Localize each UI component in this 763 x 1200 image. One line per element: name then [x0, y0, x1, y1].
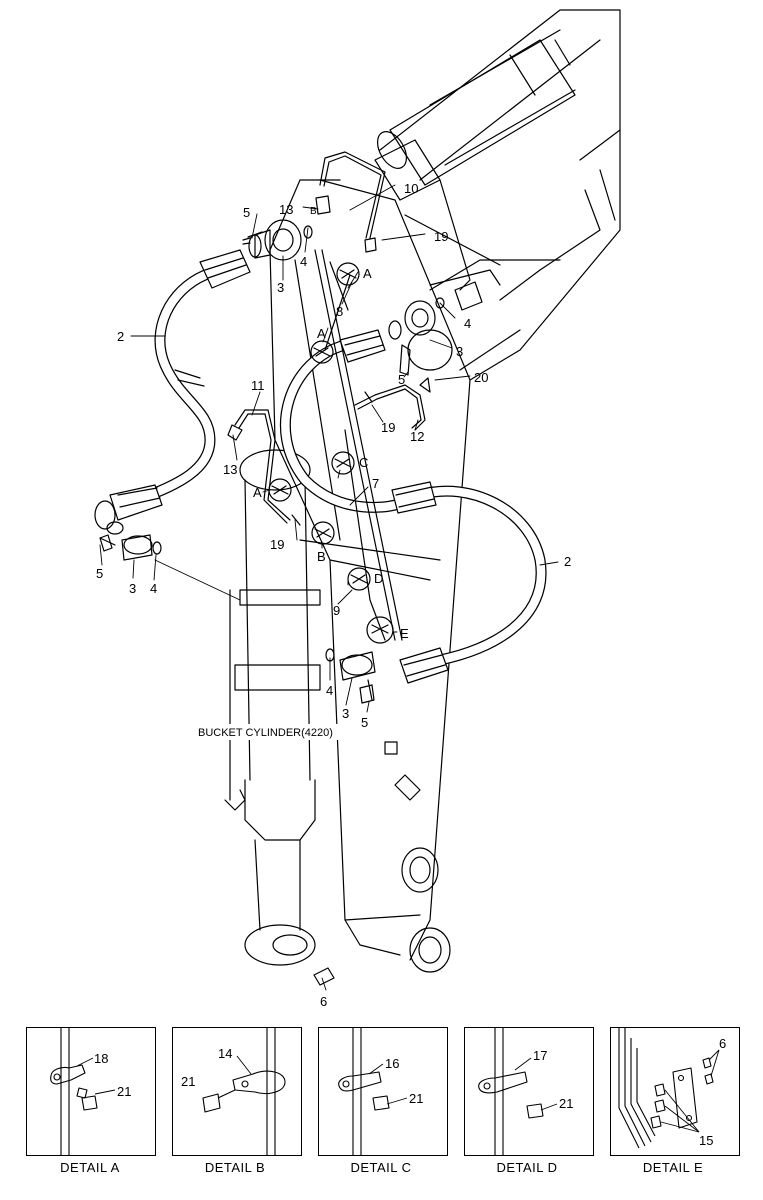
- detail-a-part-21: 21: [117, 1084, 131, 1099]
- callout-13-left: 13: [223, 462, 237, 477]
- callout-10: 10: [404, 181, 418, 196]
- callout-4: 4: [300, 254, 307, 269]
- leader-lines: [99, 184, 559, 991]
- detail-e-part-15: 15: [699, 1133, 713, 1148]
- callout-2-right: 2: [564, 554, 571, 569]
- callout-3-bottom: 3: [342, 706, 349, 721]
- callout-7: 7: [372, 476, 379, 491]
- callout-3-left: 3: [129, 581, 136, 596]
- callout-4-left: 4: [150, 581, 157, 596]
- hose-2-right: [279, 329, 547, 684]
- clamp-marker-b: [311, 521, 335, 545]
- callout-12: 12: [410, 429, 424, 444]
- clamp-marker-e: [366, 616, 394, 644]
- pipe-12: [354, 377, 431, 431]
- callout-b: B: [317, 549, 326, 564]
- detail-e-caption: DETAIL E: [642, 1160, 704, 1175]
- arm-structure: [269, 179, 471, 973]
- callout-c: C: [359, 455, 368, 470]
- callout-8: 8: [336, 304, 343, 319]
- callout-5-bottom: 5: [361, 715, 368, 730]
- bucket-cylinder-label: BUCKET CYLINDER(4220): [198, 727, 333, 739]
- detail-d-panel: 17 21: [464, 1027, 594, 1156]
- callout-a-low: A: [253, 485, 262, 500]
- callout-13: 13: [279, 202, 293, 217]
- callout-20: 20: [474, 370, 488, 385]
- detail-e-part-6: 6: [719, 1036, 726, 1051]
- callout-5: 5: [243, 205, 250, 220]
- callout-2: 2: [117, 329, 124, 344]
- detail-b-caption: DETAIL B: [204, 1160, 266, 1175]
- detail-d-part-21: 21: [559, 1096, 573, 1111]
- flange-clamp-right: [388, 281, 483, 376]
- detail-b-panel: 14 21: [172, 1027, 302, 1156]
- clamp-marker-a1: [336, 262, 360, 286]
- callout-e: E: [400, 626, 409, 641]
- callout-d: D: [374, 571, 383, 586]
- callout-19-mid: 19: [381, 420, 395, 435]
- boom-cylinder: [374, 29, 576, 291]
- clamp-marker-c: [331, 451, 355, 475]
- detail-e-panel: 6 15: [610, 1027, 740, 1156]
- callout-3: 3: [277, 280, 284, 295]
- callout-a: A: [363, 266, 372, 281]
- detail-a-panel: 18 21: [26, 1027, 156, 1156]
- callout-19-low: 19: [270, 537, 284, 552]
- detail-a-caption: DETAIL A: [60, 1160, 120, 1175]
- detail-b-part-14: 14: [218, 1046, 232, 1061]
- hose-2-left: [94, 249, 251, 535]
- detail-c-caption: DETAIL C: [350, 1160, 412, 1175]
- clamp-marker-a2: [310, 340, 334, 364]
- callout-9: 9: [333, 603, 340, 618]
- detail-c-part-16: 16: [385, 1056, 399, 1071]
- callout-5-right: 5: [398, 372, 405, 387]
- callout-4-bottom: 4: [326, 683, 333, 698]
- exploded-view-drawing: 10 13 B 5 19 4 3 A 2 8 4 A 3 5 20 11 19 …: [94, 9, 621, 1009]
- callout-6: 6: [320, 994, 327, 1009]
- tube-7-8-9: [314, 249, 403, 641]
- flange-clamp-bottom-left: [99, 534, 162, 561]
- bucket-cylinder: [224, 449, 321, 966]
- detail-c-panel: 16 21: [318, 1027, 448, 1156]
- callout-19: 19: [434, 229, 448, 244]
- flange-clamp-bottom-right: [325, 648, 376, 701]
- detail-c-part-21: 21: [409, 1091, 423, 1106]
- detail-d-part-17: 17: [533, 1048, 547, 1063]
- callout-b-top: B: [310, 206, 317, 217]
- pipe-11: [234, 409, 291, 524]
- callout-11: 11: [251, 378, 265, 393]
- boom-structure: [379, 9, 621, 381]
- detail-b-part-21: 21: [181, 1074, 195, 1089]
- callout-a-mid: A: [317, 326, 326, 341]
- callout-4-right: 4: [464, 316, 471, 331]
- callout-5-left: 5: [96, 566, 103, 581]
- callout-3-right: 3: [456, 344, 463, 359]
- detail-d-caption: DETAIL D: [496, 1160, 558, 1175]
- detail-a-part-18: 18: [94, 1051, 108, 1066]
